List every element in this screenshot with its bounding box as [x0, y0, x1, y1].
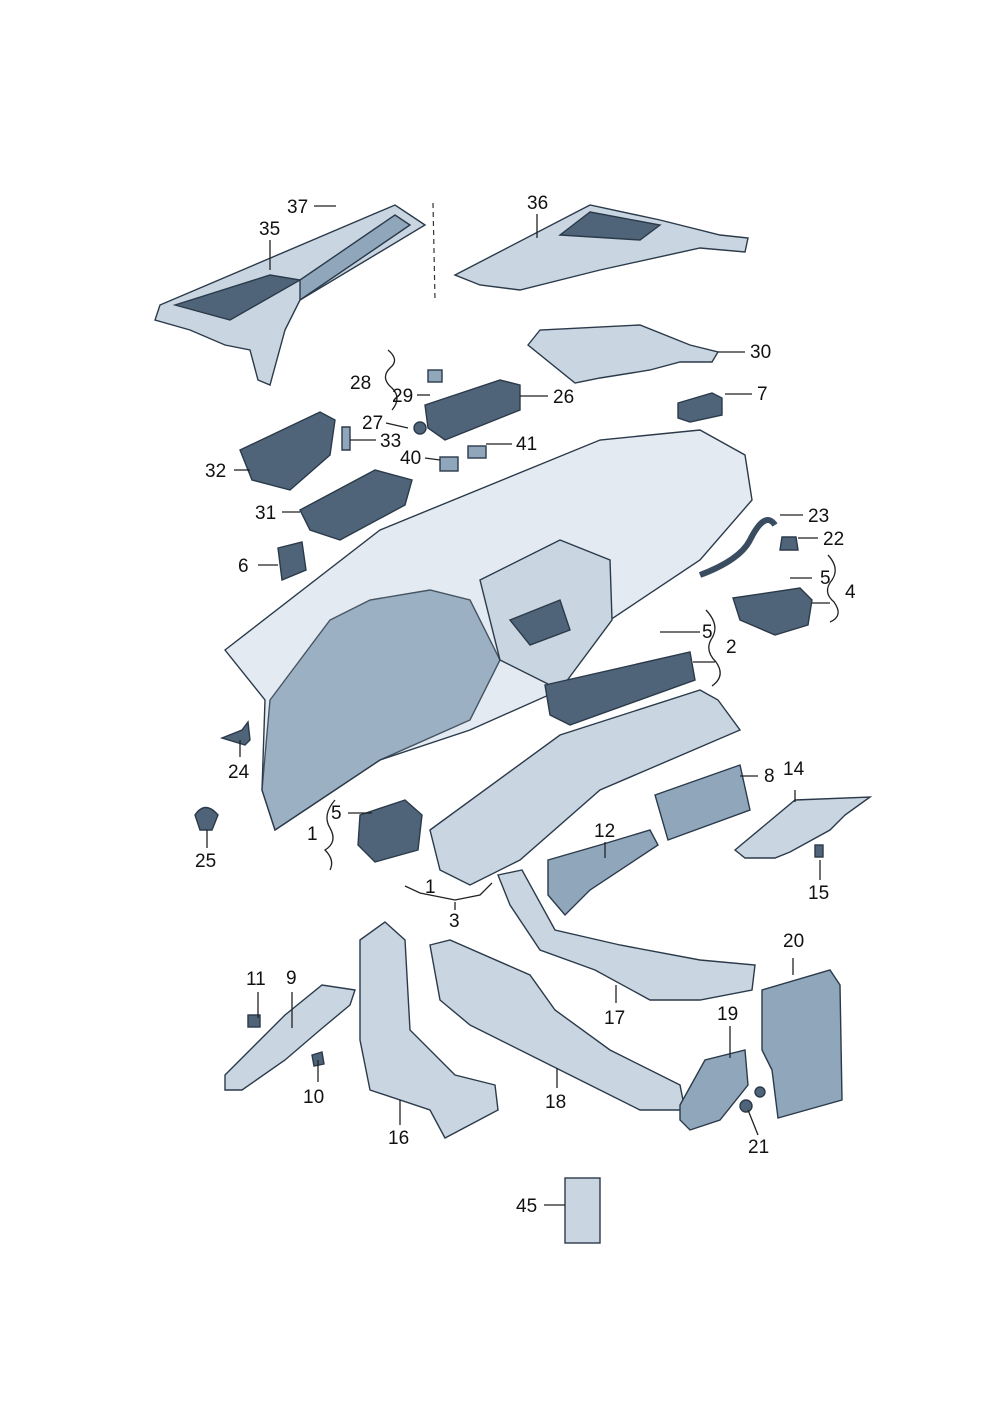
callout-18: 18 [545, 1092, 566, 1113]
callout-22: 22 [823, 529, 844, 550]
callout-9: 9 [286, 968, 297, 989]
callout-7: 7 [757, 384, 768, 405]
callout-20: 20 [783, 931, 804, 952]
part-7-grille [677, 392, 723, 423]
callout-28: 28 [350, 373, 371, 394]
part-dashboard-main [224, 429, 753, 832]
callout-15: 15 [808, 883, 829, 904]
callout-25: 25 [195, 851, 216, 872]
callout-5-right: 5 [820, 568, 831, 589]
part-21-screw-b [754, 1086, 766, 1098]
part-40-clip [439, 456, 459, 472]
callout-29: 29 [392, 386, 413, 407]
part-36-right-plenum-cover [453, 204, 749, 291]
part-21-screw-a [739, 1099, 753, 1113]
part-45-filter [564, 1177, 601, 1244]
part-35-left-plenum-cover [154, 204, 427, 386]
callout-labels: 37 35 36 30 28 29 26 7 27 33 41 40 32 31… [195, 193, 856, 1217]
callout-5-center: 5 [702, 622, 713, 643]
callout-5-left: 5 [331, 803, 342, 824]
callout-14: 14 [783, 759, 805, 780]
dashed-link-35-36 [432, 202, 436, 301]
callout-19: 19 [717, 1004, 738, 1025]
callout-11: 11 [246, 969, 266, 990]
callout-1-left: 1 [307, 824, 318, 845]
part-10-screw [311, 1051, 325, 1067]
part-3-instrument-trim [429, 689, 742, 886]
part-16-bracket [359, 921, 499, 1139]
part-8-control-panel [654, 764, 751, 841]
leader-lines [206, 205, 839, 1206]
part-29-clip [427, 369, 443, 383]
part-22-grommet [779, 536, 799, 551]
part-27-clip [413, 421, 427, 435]
part-15-screw [814, 844, 824, 858]
part-9-duct [224, 984, 356, 1091]
callout-16: 16 [388, 1128, 409, 1149]
callout-36: 36 [527, 193, 548, 214]
part-26-vent [424, 379, 521, 441]
callout-33: 33 [380, 431, 401, 452]
callout-12: 12 [594, 821, 615, 842]
part-19-duct [679, 1049, 749, 1131]
callout-32: 32 [205, 461, 226, 482]
part-24-sensor [219, 720, 251, 746]
part-2-vent [544, 651, 696, 726]
part-41-clip [467, 445, 487, 459]
callout-41: 41 [516, 434, 537, 455]
callout-35: 35 [259, 219, 280, 240]
callout-24: 24 [228, 762, 250, 783]
callout-37: 37 [287, 197, 308, 218]
callout-23: 23 [808, 506, 829, 527]
part-23-hose [698, 517, 778, 578]
callout-31: 31 [255, 503, 276, 524]
callout-6: 6 [238, 556, 249, 577]
part-25-plug [194, 806, 219, 831]
part-12-duct [547, 829, 659, 917]
part-1-vent [357, 799, 423, 863]
callout-45: 45 [516, 1196, 537, 1217]
part-11-clip [247, 1014, 261, 1028]
part-33-bolt [341, 426, 351, 451]
callout-27: 27 [362, 413, 383, 434]
callout-30: 30 [750, 342, 771, 363]
callout-1-lower: 1 [425, 877, 436, 898]
part-14-cover [733, 796, 873, 859]
callout-17: 17 [604, 1008, 625, 1029]
callout-10: 10 [303, 1087, 324, 1108]
callout-21: 21 [748, 1137, 769, 1158]
callout-40: 40 [400, 448, 421, 469]
part-31-vent [299, 469, 413, 541]
part-6-cover [277, 541, 307, 582]
part-20-rear-console [761, 969, 843, 1119]
callout-26: 26 [553, 387, 574, 408]
callout-2: 2 [726, 637, 737, 658]
callout-3: 3 [449, 911, 460, 932]
part-4-vent [732, 587, 813, 636]
callout-8: 8 [764, 766, 775, 787]
part-17-duct [497, 869, 756, 1001]
part-30-storage-tray [527, 324, 720, 384]
callout-4: 4 [845, 582, 856, 603]
part-32-vent-housing [239, 411, 336, 491]
